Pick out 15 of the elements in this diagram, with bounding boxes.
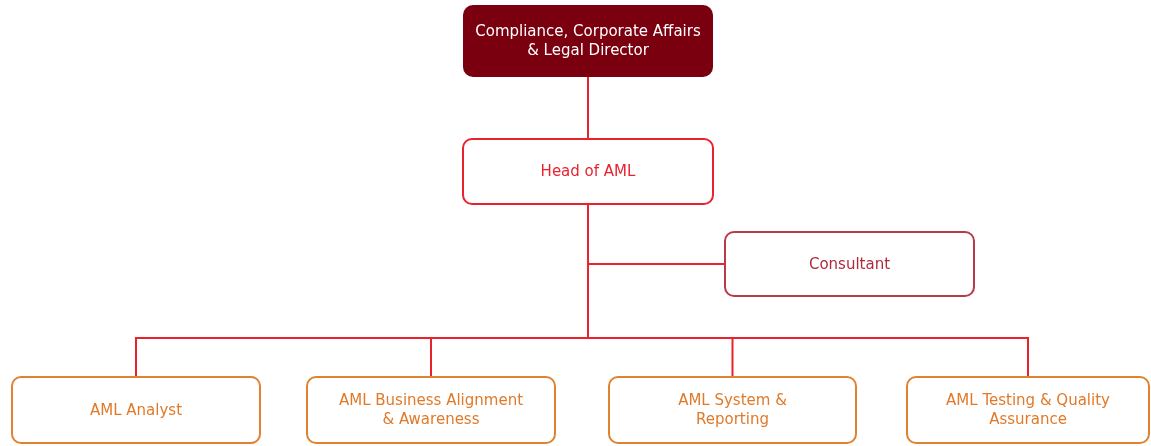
role-title: AML Testing & Quality Assurance <box>945 391 1111 429</box>
team-box <box>906 376 1150 444</box>
role-title: AML System & Reporting <box>677 391 788 429</box>
team-box <box>11 376 261 444</box>
role-title: AML Business Alignment & Awareness <box>337 391 525 429</box>
role-title: Compliance, Corporate Affairs & Legal Director <box>474 22 702 60</box>
connector-line <box>587 76 589 139</box>
role-title: Consultant <box>808 254 891 274</box>
role-box <box>462 138 714 205</box>
team-box <box>306 376 556 444</box>
role-title: Head of AML <box>540 162 636 181</box>
director-box <box>463 5 713 77</box>
role-title: AML Analyst <box>90 400 182 420</box>
team-box <box>608 376 857 444</box>
role-box <box>724 231 975 297</box>
